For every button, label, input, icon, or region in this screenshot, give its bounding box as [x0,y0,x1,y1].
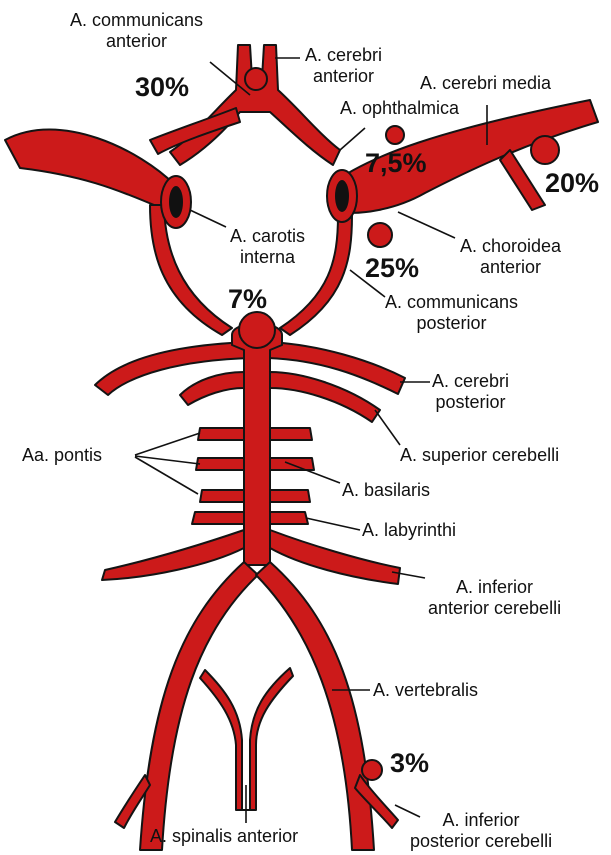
left-superior-cerebelli-vessel [180,372,244,405]
label-pontis: Aa. pontis [22,445,102,466]
percentage-basilar-tip: 7% [228,284,267,314]
percentage-ica-ophthalmic: 7,5% [365,148,427,178]
basilar-tip-aneurysm [239,312,275,348]
percentage-acom: 30% [135,72,189,102]
label-labyrinthi: A. labyrinthi [362,520,456,541]
pica-aneurysm [362,760,382,780]
left-inferior-anterior-cerebelli-vessel [102,530,244,580]
right-labyrinthi-vessel [270,512,308,524]
leader-superior-cerebelli [375,410,400,445]
left-carotis-lumen [169,186,183,218]
leader-carotis-interna [190,210,226,227]
label-cerebri-media: A. cerebri media [420,73,551,94]
left-labyrinthi-vessel [192,512,244,524]
pcom-aneurysm [368,223,392,247]
percentage-pcom: 25% [365,253,419,283]
leader-choroidea-anterior [398,212,455,238]
label-vertebralis: A. vertebralis [373,680,478,701]
pontis-vessel-2 [270,428,312,440]
pontis-vessel-1 [198,428,244,440]
right-vertebralis-vessel [256,562,374,850]
percentage-pica: 3% [390,748,429,778]
leader-ophthalmica [340,128,365,150]
acom-aneurysm [245,68,267,90]
leader-labyrinthi [306,518,360,530]
right-carotis-lumen [335,180,349,212]
pontis-vessel-5 [200,490,244,502]
ophthalmic-aneurysm [386,126,404,144]
label-superior-cerebelli: A. superior cerebelli [400,445,559,466]
mca-aneurysm [531,136,559,164]
label-ophthalmica: A. ophthalmica [340,98,459,119]
label-basilaris: A. basilaris [342,480,430,501]
percentage-mca: 20% [545,168,599,198]
leader-pontis-1 [135,433,200,455]
label-spinalis-anterior: A. spinalis anterior [150,826,298,847]
basilaris-vessel [232,324,282,565]
pontis-vessel-3 [196,458,244,470]
pontis-vessel-6 [270,490,310,502]
